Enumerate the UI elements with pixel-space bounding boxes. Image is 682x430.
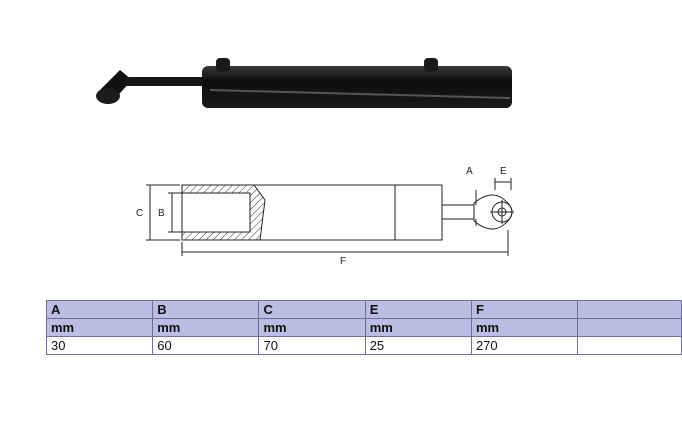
cylinder-photo (96, 58, 512, 108)
unit-cell: mm (45, 318, 154, 337)
dim-label-a: A (466, 166, 473, 177)
cylinder-barrel (202, 66, 512, 108)
rod-eye-icon (96, 70, 132, 104)
value-cell: 30 (45, 336, 154, 355)
column-header: B (152, 300, 260, 319)
value-cell: 70 (258, 336, 366, 355)
dim-label-e: E (500, 166, 507, 177)
unit-cell: mm (258, 318, 366, 337)
dim-label-f: F (340, 256, 346, 267)
column-tail (577, 318, 682, 337)
column-header: F (470, 300, 579, 319)
mounting-lug (216, 58, 230, 72)
unit-cell: mm (152, 318, 260, 337)
value-cell: 270 (470, 336, 579, 355)
dim-label-c: C (136, 208, 143, 219)
hatched-section (181, 184, 266, 241)
unit-cell: mm (470, 318, 579, 337)
column-header: C (258, 300, 366, 319)
column-tail (577, 336, 682, 355)
unit-cell: mm (364, 318, 472, 337)
mounting-lug (424, 58, 438, 72)
column-header: A (45, 300, 154, 319)
value-cell: 25 (364, 336, 472, 355)
dim-label-b: B (158, 208, 165, 219)
header-row: A B C E F (45, 300, 682, 319)
technical-drawing: C B A E F (136, 166, 514, 267)
piston-rod (126, 77, 204, 86)
spec-table: A B C E F mm mm mm mm mm 30 60 70 25 270 (45, 300, 682, 355)
units-row: mm mm mm mm mm (45, 318, 682, 337)
column-header: E (364, 300, 472, 319)
column-tail (577, 300, 682, 319)
table-row: 30 60 70 25 270 (45, 336, 682, 355)
value-cell: 60 (152, 336, 260, 355)
